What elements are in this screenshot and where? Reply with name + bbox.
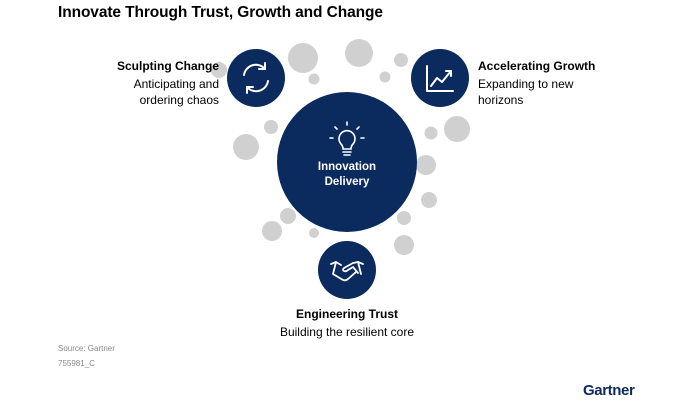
refresh-cycle-icon — [243, 62, 269, 94]
handshake-icon — [330, 261, 364, 282]
gartner-logo: Gartner — [583, 382, 635, 399]
trending-chart-icon — [426, 65, 454, 92]
node-heading-sculpting-change: Sculpting Change — [117, 59, 219, 73]
lightbulb-icon — [329, 121, 365, 156]
bubble — [345, 39, 373, 67]
node-description-engineering-trust: Building the resilient core — [279, 325, 415, 339]
hub-circle — [277, 92, 417, 232]
bubble — [421, 192, 437, 208]
bubble — [379, 71, 391, 83]
hub-label: Innovation Delivery — [317, 161, 377, 188]
bubble — [424, 126, 438, 140]
bubble — [397, 211, 411, 225]
bubble — [288, 43, 318, 73]
decorative-bubbles — [211, 39, 470, 255]
node-description-sculpting-change: Anticipating and ordering chaos — [133, 77, 219, 107]
node-heading-accelerating-growth: Accelerating Growth — [478, 59, 596, 73]
node-heading-engineering-trust: Engineering Trust — [295, 307, 398, 321]
bubble — [280, 208, 296, 224]
page-title: Innovate Through Trust, Growth and Chang… — [58, 4, 383, 21]
bubble — [211, 62, 227, 78]
node-description-accelerating-growth: Expanding to new horizons — [478, 77, 574, 107]
bubble — [309, 228, 319, 238]
bubble — [394, 53, 408, 67]
source-note: Source: Gartner — [58, 344, 115, 353]
sculpting-change-circle — [227, 49, 285, 107]
bubble — [308, 73, 320, 85]
bubble — [444, 116, 470, 142]
bubble — [394, 235, 414, 255]
bubble — [233, 134, 259, 160]
bubble — [416, 155, 436, 175]
bubble — [264, 120, 278, 134]
bubble — [262, 221, 282, 241]
figure-code: 755981_C — [58, 359, 95, 368]
accelerating-growth-circle — [411, 49, 469, 107]
